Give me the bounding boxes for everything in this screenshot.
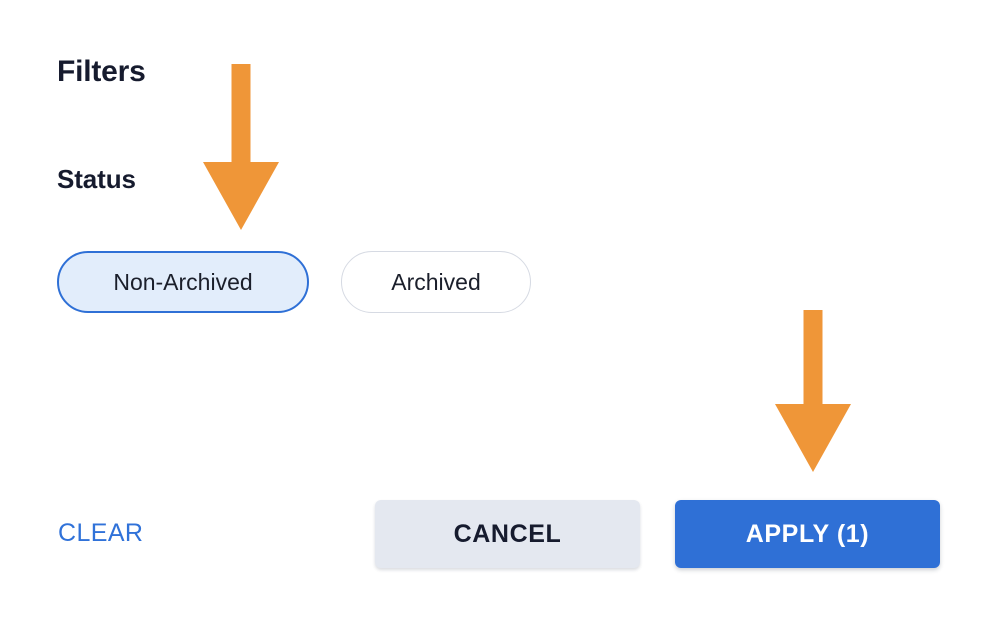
status-chip-archived[interactable]: Archived [341, 251, 531, 313]
page-title: Filters [57, 55, 146, 88]
status-section-label: Status [57, 164, 136, 194]
apply-button[interactable]: APPLY (1) [675, 500, 940, 568]
clear-button[interactable]: CLEAR [58, 517, 143, 550]
status-chip-archived-label: Archived [391, 268, 481, 295]
down-arrow-icon [775, 310, 851, 472]
status-chip-non-archived-label: Non-Archived [113, 268, 253, 295]
down-arrow-icon [203, 64, 279, 230]
status-chip-non-archived[interactable]: Non-Archived [57, 251, 309, 313]
status-chip-group: Non-Archived Archived [57, 251, 531, 313]
cancel-button[interactable]: CANCEL [375, 500, 640, 568]
